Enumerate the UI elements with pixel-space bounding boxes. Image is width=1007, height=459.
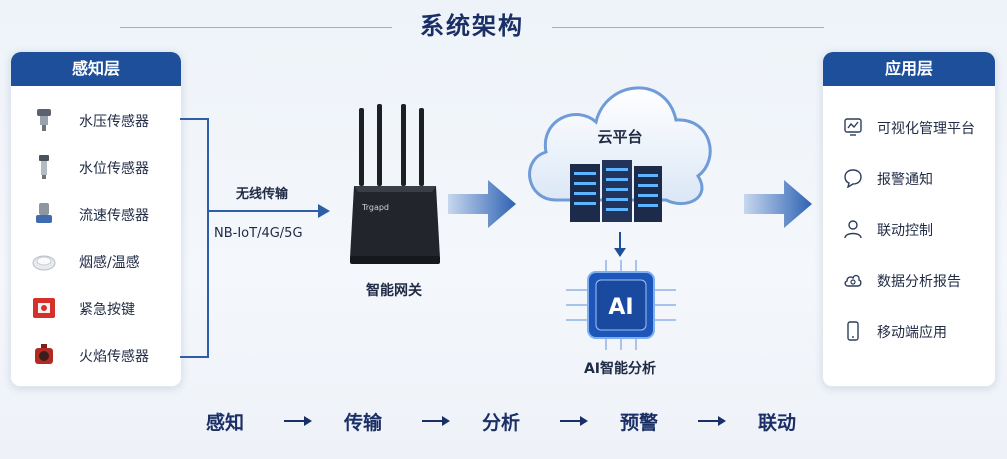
flow-sensor-icon bbox=[36, 203, 52, 223]
protocol-label: NB-IoT/4G/5G bbox=[214, 226, 303, 241]
server-rack-icon bbox=[570, 160, 662, 222]
user-icon bbox=[844, 220, 862, 239]
chat-bubble-icon bbox=[844, 169, 862, 188]
down-arrow-icon bbox=[614, 232, 626, 257]
gateway-brand-text: Trgapd bbox=[361, 203, 389, 212]
perception-layer-panel: 感知层 水压传感器 水位传感器 流速传感器 烟感/温感 bbox=[10, 51, 182, 387]
sensor-item-pressure: 水压传感器 bbox=[31, 105, 181, 135]
level-sensor-icon bbox=[39, 155, 49, 179]
sensor-label: 烟感/温感 bbox=[79, 255, 140, 271]
wireless-arrowhead bbox=[318, 204, 330, 218]
app-item-linkage: 联动控制 bbox=[843, 216, 993, 244]
page-title: 系统架构 bbox=[420, 12, 524, 40]
sensor-label: 流速传感器 bbox=[79, 208, 149, 224]
perception-layer-header: 感知层 bbox=[11, 52, 181, 86]
flow-step-perceive: 感知 bbox=[206, 412, 245, 434]
ai-chip-text: AI bbox=[608, 295, 633, 320]
cloud-analytics-icon bbox=[844, 274, 862, 287]
flow-step-transmit: 传输 bbox=[344, 412, 383, 434]
sensor-item-flame: 火焰传感器 bbox=[31, 340, 181, 370]
mobile-icon bbox=[847, 321, 859, 341]
app-label: 报警通知 bbox=[877, 172, 933, 188]
smoke-detector-icon bbox=[32, 255, 56, 271]
flow-arrow-icon bbox=[448, 180, 516, 228]
application-layer-header: 应用层 bbox=[823, 52, 995, 86]
sensor-item-flow: 流速传感器 bbox=[31, 199, 181, 229]
wireless-label: 无线传输 bbox=[236, 187, 289, 202]
app-label: 联动控制 bbox=[877, 223, 933, 239]
sensor-item-smoke: 烟感/温感 bbox=[31, 246, 181, 276]
emergency-button-icon bbox=[33, 298, 55, 318]
app-label: 数据分析报告 bbox=[877, 274, 961, 290]
sensor-item-emergency: 紧急按键 bbox=[31, 293, 181, 323]
sensor-item-level: 水位传感器 bbox=[31, 152, 181, 182]
app-item-dashboard: 可视化管理平台 bbox=[843, 114, 993, 142]
gateway-router-icon: Trgapd bbox=[350, 104, 440, 264]
flow-step-arrow bbox=[284, 416, 312, 426]
sensor-label: 水位传感器 bbox=[79, 161, 149, 177]
app-item-alarm: 报警通知 bbox=[843, 165, 993, 193]
flow-arrow-icon bbox=[744, 180, 812, 228]
flow-step-arrow bbox=[422, 416, 450, 426]
flow-step-warn: 预警 bbox=[620, 412, 659, 434]
flow-step-link: 联动 bbox=[758, 412, 797, 434]
gateway-label: 智能网关 bbox=[366, 283, 422, 299]
ai-analysis-label: AI智能分析 bbox=[583, 361, 657, 377]
sensor-label: 紧急按键 bbox=[79, 302, 135, 318]
cloud-platform-label: 云平台 bbox=[597, 128, 643, 146]
sensor-bracket bbox=[180, 118, 209, 358]
app-label: 移动端应用 bbox=[877, 325, 947, 341]
flow-step-arrow bbox=[560, 416, 588, 426]
ai-chip-icon: AI bbox=[566, 260, 676, 350]
title-divider-left bbox=[120, 27, 392, 28]
title-bar: 系统架构 bbox=[0, 6, 1007, 42]
sensor-label: 火焰传感器 bbox=[79, 349, 149, 365]
app-item-report: 数据分析报告 bbox=[843, 267, 993, 295]
flame-sensor-icon bbox=[35, 344, 53, 364]
app-item-mobile: 移动端应用 bbox=[843, 318, 993, 346]
title-divider-right bbox=[552, 27, 824, 28]
flow-step-analyze: 分析 bbox=[482, 412, 521, 434]
application-layer-panel: 应用层 可视化管理平台 报警通知 联动控制 数据分析报告 移动端 bbox=[822, 51, 996, 387]
dashboard-icon bbox=[844, 118, 862, 136]
pressure-sensor-icon bbox=[37, 109, 51, 131]
sensor-label: 水压传感器 bbox=[79, 114, 149, 130]
wireless-arrow bbox=[207, 210, 319, 212]
flow-step-arrow bbox=[698, 416, 726, 426]
app-label: 可视化管理平台 bbox=[877, 121, 975, 137]
